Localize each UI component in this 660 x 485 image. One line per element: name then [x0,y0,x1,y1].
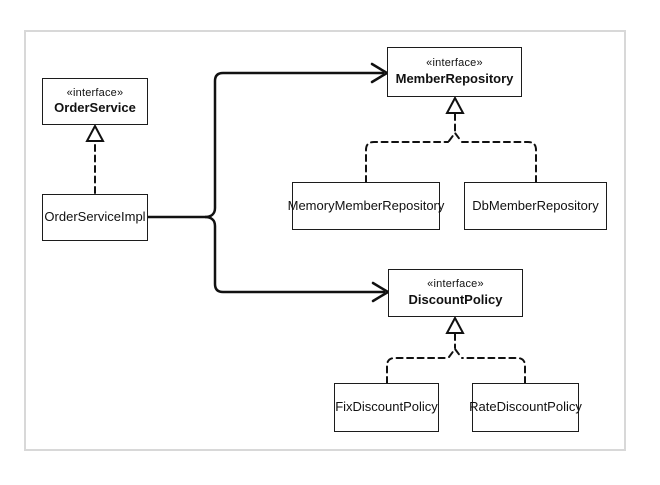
discount-policy-name: DiscountPolicy [408,291,503,307]
realization-line-ratediscountpolicy [461,357,526,384]
order-service-name: OrderService [54,100,136,116]
rate-discount-policy-name: RateDiscountPolicy [469,399,582,415]
node-fix-discount-policy: FixDiscountPolicy [334,383,439,432]
member-repository-stereotype: «interface» [426,57,483,70]
node-db-member-repository: DbMemberRepository [464,182,607,230]
db-member-repository-name: DbMemberRepository [472,197,599,213]
memory-member-repository-name: MemoryMemberRepository [287,197,445,213]
node-discount-policy: «interface» DiscountPolicy [388,269,523,317]
realization-junction-memberrepository [448,131,462,142]
realization-line-memorymemberrepository [365,141,449,183]
realization-junction-discountpolicy [448,347,462,358]
order-service-impl-name: OrderServiceImpl [44,209,146,225]
realization-line-dbmemberrepository [461,141,537,183]
order-service-stereotype: «interface» [66,86,124,99]
realization-triangle-discountpolicy [445,315,465,334]
fix-discount-policy-name: FixDiscountPolicy [335,399,438,415]
node-rate-discount-policy: RateDiscountPolicy [469,383,582,432]
node-order-service: «interface» OrderService [42,78,148,125]
node-order-service-impl: OrderServiceImpl [42,194,148,241]
dependency-line-orderserviceimpl-discountpolicy [204,215,385,294]
realization-line-fixdiscountpolicy [386,357,449,384]
realization-triangle-memberrepository [445,95,465,114]
node-member-repository: «interface» MemberRepository [387,47,522,97]
realization-triangle-orderservice [85,123,105,142]
discount-policy-stereotype: «interface» [427,278,484,291]
node-memory-member-repository: MemoryMemberRepository [288,182,444,230]
member-repository-name: MemberRepository [395,70,514,86]
